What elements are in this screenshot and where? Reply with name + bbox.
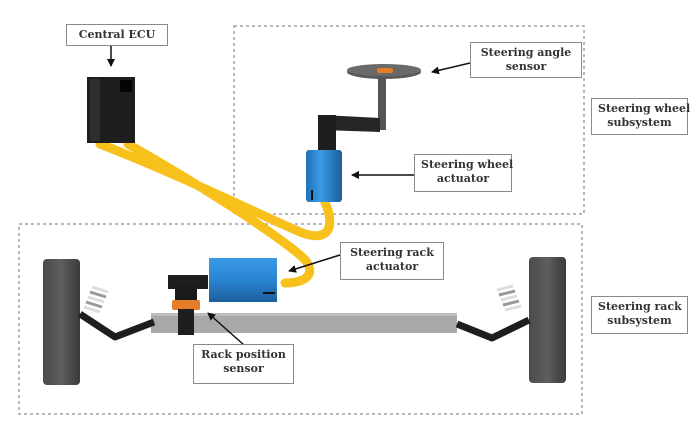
steering-rack-subsystem-boundary [18,223,583,415]
steering-column-lower [318,115,336,153]
label-steering-angle-sensor: Steering angle sensor [470,42,582,78]
signal-cables [95,139,335,288]
label-steering-rack-actuator-line2: actuator [365,260,419,273]
label-rack-position-sensor-line2: sensor [223,362,264,375]
label-central-ecu-text: Central ECU [78,28,156,41]
steering-column-joint [322,115,380,132]
steering-rack-bar [151,313,457,333]
steering-column-upper [378,76,386,130]
label-rack-position-sensor: Rack position sensor [193,344,294,384]
arrow-rack-position-sensor [207,312,245,346]
cable-ecu-to-rack-actuator [123,139,315,288]
label-steering-wheel-subsystem-line2: subsystem [607,116,672,129]
left-tie-rod [78,311,156,341]
label-steering-angle-sensor-line1: Steering angle [480,46,572,59]
label-steering-wheel-actuator-line1: Steering wheel [421,158,514,171]
label-steering-rack-actuator: Steering rack actuator [340,242,444,280]
label-steering-wheel-actuator: Steering wheel actuator [414,154,514,192]
right-wheel [529,257,566,383]
label-steering-rack-subsystem-line2: subsystem [607,314,672,327]
steering-wheel-actuator-body [306,150,342,202]
left-wheel-assembly [43,259,156,385]
right-tie-rod [455,316,531,342]
steering-wheel-subsystem-boundary [233,25,585,215]
left-wheel [43,259,80,385]
label-steering-rack-subsystem: Steering rack subsystem [591,296,688,334]
arrow-steering-rack-actuator [288,254,341,273]
rack-position-sensor-ring [172,300,200,310]
leader-arrows [107,45,471,346]
label-steering-rack-actuator-line1: Steering rack [350,246,434,259]
arrow-steering-angle-sensor [431,62,471,75]
central-ecu-unit [87,77,135,143]
label-steering-rack-subsystem-line1: Steering rack [598,300,682,313]
right-wheel-assembly [455,257,566,383]
label-steering-wheel-subsystem-line1: Steering wheel [598,102,691,115]
label-central-ecu: Central ECU [66,24,168,46]
steering-rack-actuator-body [209,258,277,302]
cable-ecu-to-wheel-actuator [95,139,335,241]
right-spring-coil [496,284,522,312]
label-steering-angle-sensor-line2: sensor [505,60,547,73]
steering-wheel-assembly [306,64,421,202]
steering-angle-sensor-element [377,68,393,73]
left-spring-coil [83,285,109,314]
label-steering-wheel-subsystem: Steering wheel subsystem [591,98,691,135]
steering-rack-assembly [151,258,457,335]
label-rack-position-sensor-line1: Rack position [201,348,286,361]
label-steering-wheel-actuator-line2: actuator [436,172,490,185]
